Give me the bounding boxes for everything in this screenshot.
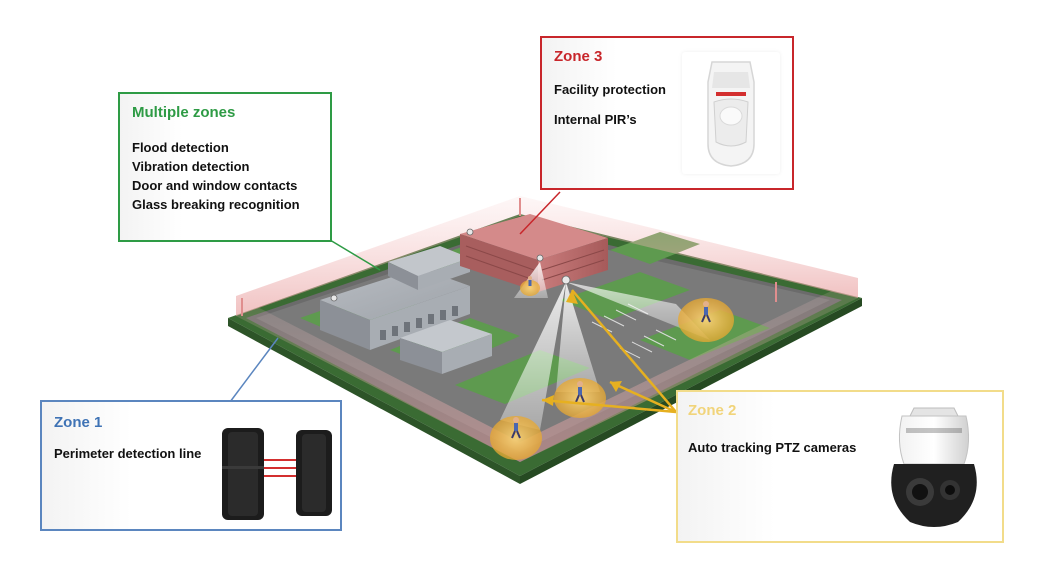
multiple-zones-item: Glass breaking recognition <box>132 197 300 212</box>
multiple-zones-item: Door and window contacts <box>132 178 298 193</box>
zone2-pointer <box>571 289 677 413</box>
intruder-figure <box>511 417 521 439</box>
zone1-title: Zone 1 <box>54 414 103 431</box>
multiple-zones-item: Flood detection <box>132 140 229 155</box>
intruder-figure <box>528 276 532 286</box>
infrared-beam-detector-icon <box>222 428 332 520</box>
camera-icon <box>330 294 338 302</box>
multiple-zones-callout: Multiple zones Flood detection Vibration… <box>118 92 332 242</box>
zone2-title: Zone 2 <box>688 402 737 419</box>
office-building <box>320 246 470 350</box>
tracking-spots <box>490 280 734 460</box>
camera-icon <box>561 275 571 285</box>
multiple-zones-item: Vibration detection <box>132 159 250 174</box>
zone3-item: Facility protection <box>554 82 666 97</box>
pir-motion-sensor-icon <box>707 61 755 167</box>
camera-icon <box>536 254 544 262</box>
zone3-pointer <box>519 191 561 235</box>
zone1-item: Perimeter detection line <box>54 446 202 461</box>
zone2-callout: Zone 2 Auto tracking PTZ cameras <box>676 390 1004 543</box>
beam-detector-panel <box>218 422 338 526</box>
zone1-pointer <box>229 337 279 403</box>
red-facility-building <box>460 214 608 292</box>
multi-zone-pointer <box>329 239 381 271</box>
intruder-figures <box>511 276 711 439</box>
pointer-arrows <box>229 191 677 414</box>
zone1-callout: Zone 1 Perimeter detection line <box>40 400 342 531</box>
pir-sensor-panel <box>682 52 780 174</box>
ptz-camera-panel <box>868 402 1000 532</box>
multiple-zones-title: Multiple zones <box>132 104 236 121</box>
zone3-callout: Zone 3 Facility protection Internal PIR’… <box>540 36 794 190</box>
zone2-item: Auto tracking PTZ cameras <box>688 440 857 455</box>
zone3-title: Zone 3 <box>554 48 603 65</box>
zone2-pointer <box>541 398 677 414</box>
annex-building <box>400 320 492 374</box>
intruder-figure <box>575 381 585 403</box>
mounted-cameras <box>330 228 571 302</box>
perimeter-fence <box>236 196 858 462</box>
camera-icon <box>466 228 474 236</box>
zone3-item: Internal PIR’s <box>554 112 637 127</box>
zone2-pointer <box>609 380 677 414</box>
intruder-figure <box>701 301 711 323</box>
ptz-dome-camera-icon <box>891 407 977 527</box>
